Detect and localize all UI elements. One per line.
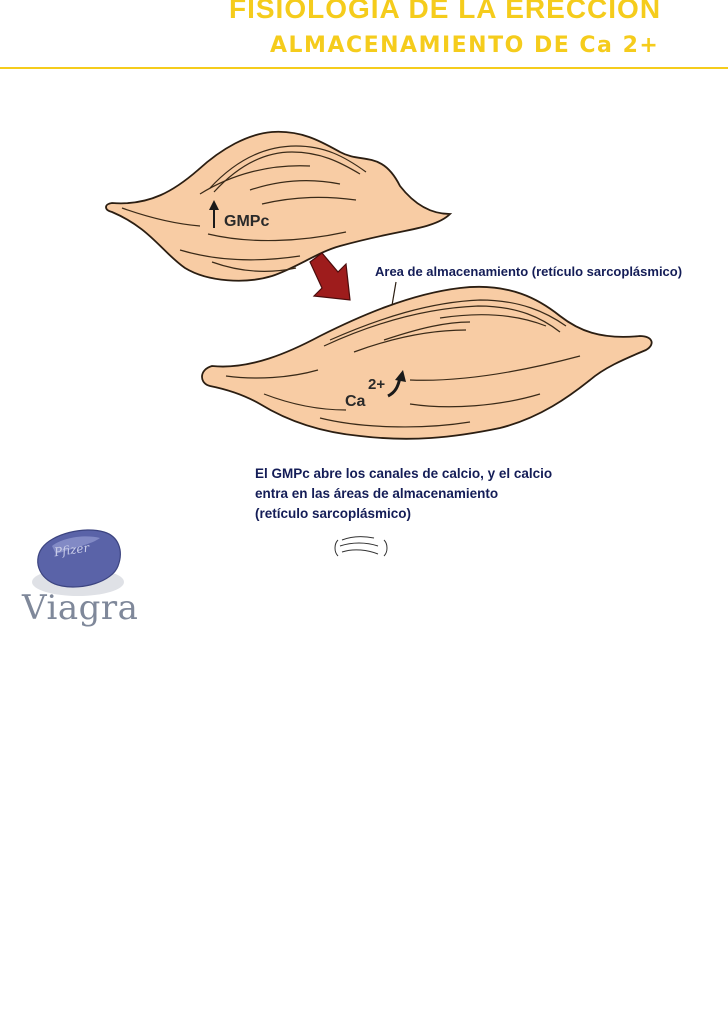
smooth-muscle-cell-bottom	[201, 286, 653, 440]
calcium-label: Ca	[345, 393, 366, 410]
brand-wordmark: Viagra	[22, 588, 139, 628]
page-subtitle: ALMACENAMIENTO DE Ca 2+	[270, 33, 660, 58]
caption-bracket-doodle	[334, 536, 388, 557]
gmpc-label: GMPc	[224, 213, 270, 230]
calcium-charge-label: 2+	[368, 376, 386, 393]
caption-line: entra en las áreas de almacenamiento	[255, 486, 499, 501]
viagra-pill-logo	[32, 529, 124, 596]
caption-line: El GMPc abre los canales de calcio, y el…	[255, 466, 553, 481]
calcium-influx-arrow-icon	[387, 370, 406, 398]
process-arrow-icon	[309, 252, 351, 301]
caption-line: (retículo sarcoplásmico)	[255, 506, 412, 521]
smooth-muscle-cell-top	[105, 130, 453, 282]
title-divider	[0, 67, 728, 69]
page-title: FISIOLOGIA DE LA ERECCION	[229, 0, 662, 24]
gmpc-increase-arrow-icon	[209, 200, 219, 228]
diagram-caption: El GMPc abre los canales de calcio, y el…	[255, 464, 675, 524]
storage-area-label: Area de almacenamiento (retículo sarcopl…	[375, 264, 683, 279]
